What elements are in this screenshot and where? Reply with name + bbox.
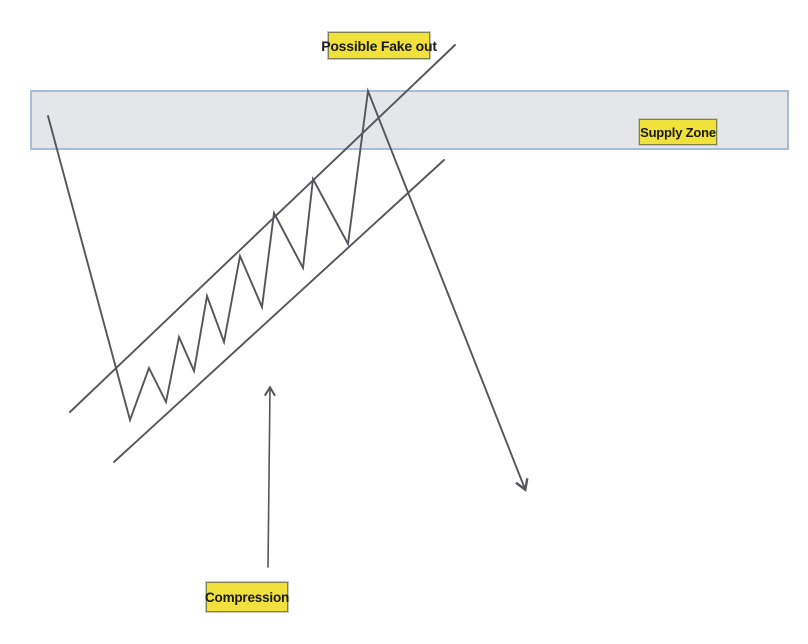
label-supply-zone: Supply Zone [639,119,717,145]
trendline-lower [113,159,445,463]
label-possible-fake-out: Possible Fake out [321,32,437,59]
compression-arrow [263,385,276,568]
trendline-upper [69,44,456,413]
price-zigzag-line [47,87,529,492]
label-compression: Compression [205,582,289,612]
